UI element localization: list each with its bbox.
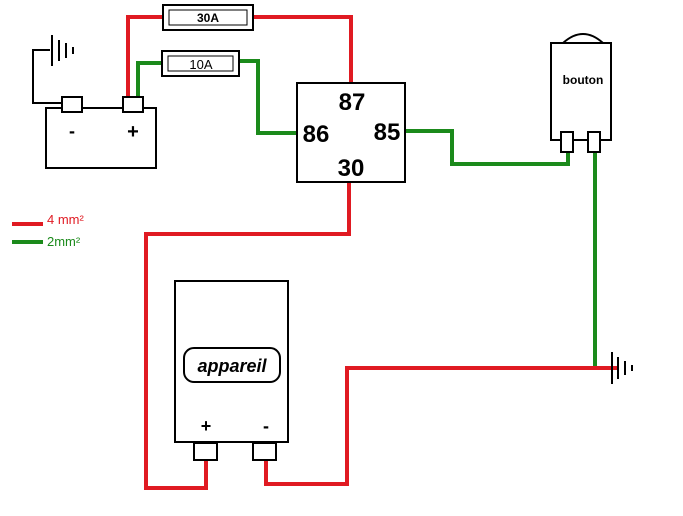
- wire-fuse-30a-to-relay-87: [250, 15, 353, 86]
- relay-icon: [296, 82, 406, 183]
- device-terminal-negative: [252, 442, 277, 461]
- switch-icon: [550, 42, 612, 141]
- battery: - +: [45, 96, 157, 169]
- switch: bouton: [550, 33, 612, 153]
- battery-negative-label: -: [69, 121, 75, 141]
- relay-pin-85: 85: [374, 119, 401, 146]
- switch-label: bouton: [563, 73, 604, 87]
- device-positive-label: +: [201, 416, 212, 436]
- device-terminal-positive: [193, 442, 218, 461]
- switch-terminal-left: [560, 131, 574, 153]
- wire-fuse-10a-to-relay-86: [236, 59, 301, 135]
- device-label: appareil: [197, 356, 267, 376]
- fuse-30a: 30A: [162, 4, 254, 31]
- ground-icon: [611, 352, 633, 384]
- fuse-10a-label: 10A: [189, 57, 212, 72]
- battery-terminal-negative: [61, 96, 83, 113]
- ground-icon: [51, 35, 74, 66]
- device-label-frame: [183, 347, 281, 383]
- wire-battery-to-fuse-10a: [136, 61, 165, 100]
- relay-pin-87: 87: [339, 89, 366, 116]
- relay-pin-30: 30: [338, 155, 365, 182]
- relay: 87 86 85 30: [296, 82, 406, 183]
- relay-pin-86: 86: [303, 121, 330, 148]
- battery-positive-label: +: [127, 121, 139, 143]
- switch-terminal-right: [587, 131, 601, 153]
- device: appareil + -: [174, 280, 289, 461]
- battery-terminal-positive: [122, 96, 144, 113]
- legend-label-green: 2mm²: [47, 234, 81, 249]
- battery-icon: [45, 107, 157, 169]
- fuse-30a-label: 30A: [197, 11, 219, 25]
- wire-battery-to-fuse-30a: [126, 15, 168, 100]
- wire-relay-30-to-device-positive: [144, 180, 351, 490]
- fuse-10a: 10A: [161, 50, 240, 77]
- legend-label-red: 4 mm²: [47, 212, 85, 227]
- legend: 4 mm² 2mm²: [12, 212, 85, 249]
- wire-device-negative-to-ground: [264, 366, 617, 486]
- wire-relay-85-to-switch: [402, 129, 570, 166]
- switch-dome: [562, 33, 604, 44]
- device-negative-label: -: [263, 416, 269, 436]
